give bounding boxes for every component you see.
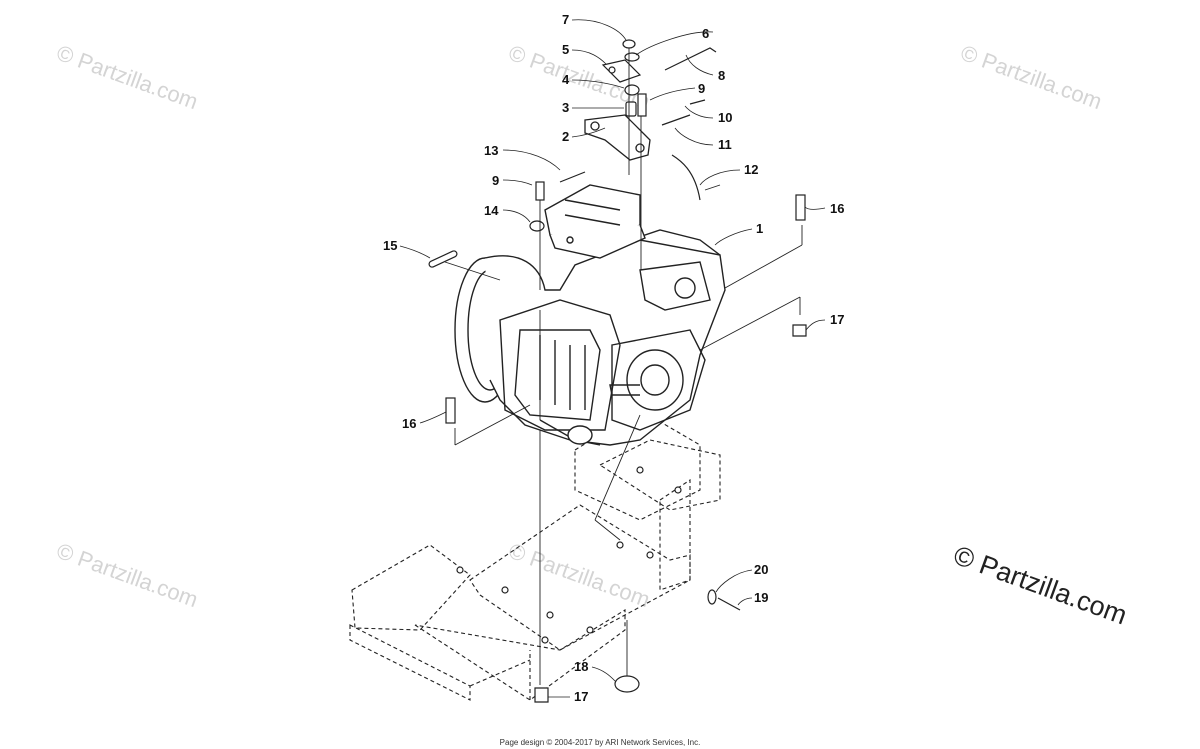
mounting-frame	[349, 409, 721, 701]
throttle-lever	[601, 59, 642, 83]
callout-15[interactable]: 15	[383, 238, 397, 253]
callout-18[interactable]: 18	[574, 659, 588, 674]
callout-20[interactable]: 20	[754, 562, 768, 577]
throttle-bracket	[584, 114, 651, 161]
callout-2[interactable]: 2	[562, 129, 569, 144]
callout-10[interactable]: 10	[718, 110, 732, 125]
callout-19[interactable]: 19	[754, 590, 768, 605]
muffler	[544, 184, 646, 259]
callout-8[interactable]: 8	[718, 68, 725, 83]
callout-17[interactable]: 17	[830, 312, 844, 327]
callout-16[interactable]: 16	[830, 201, 844, 216]
callout-3[interactable]: 3	[562, 100, 569, 115]
callout-7[interactable]: 7	[562, 12, 569, 27]
callout-12[interactable]: 12	[744, 162, 758, 177]
callout-14[interactable]: 14	[484, 203, 499, 218]
callout-16b[interactable]: 16	[402, 416, 416, 431]
page-footer: Page design © 2004-2017 by ARI Network S…	[499, 738, 701, 747]
callout-17b[interactable]: 17	[574, 689, 588, 704]
callout-11[interactable]: 11	[718, 137, 732, 152]
callout-9[interactable]: 9	[698, 81, 705, 96]
callout-labels: 7 6 5 8 4 9 3 10 2 11 13 12 9 16 14 1 15…	[383, 12, 844, 704]
callout-6[interactable]: 6	[702, 26, 709, 41]
callout-1[interactable]: 1	[756, 221, 763, 236]
callout-9b[interactable]: 9	[492, 173, 499, 188]
frame-holes	[456, 466, 682, 644]
engine-assembly	[454, 229, 726, 446]
callout-4[interactable]: 4	[562, 72, 570, 87]
callout-13[interactable]: 13	[484, 143, 498, 158]
callout-5[interactable]: 5	[562, 42, 569, 57]
callout-leaders	[399, 19, 826, 698]
leader-lines	[444, 48, 803, 685]
